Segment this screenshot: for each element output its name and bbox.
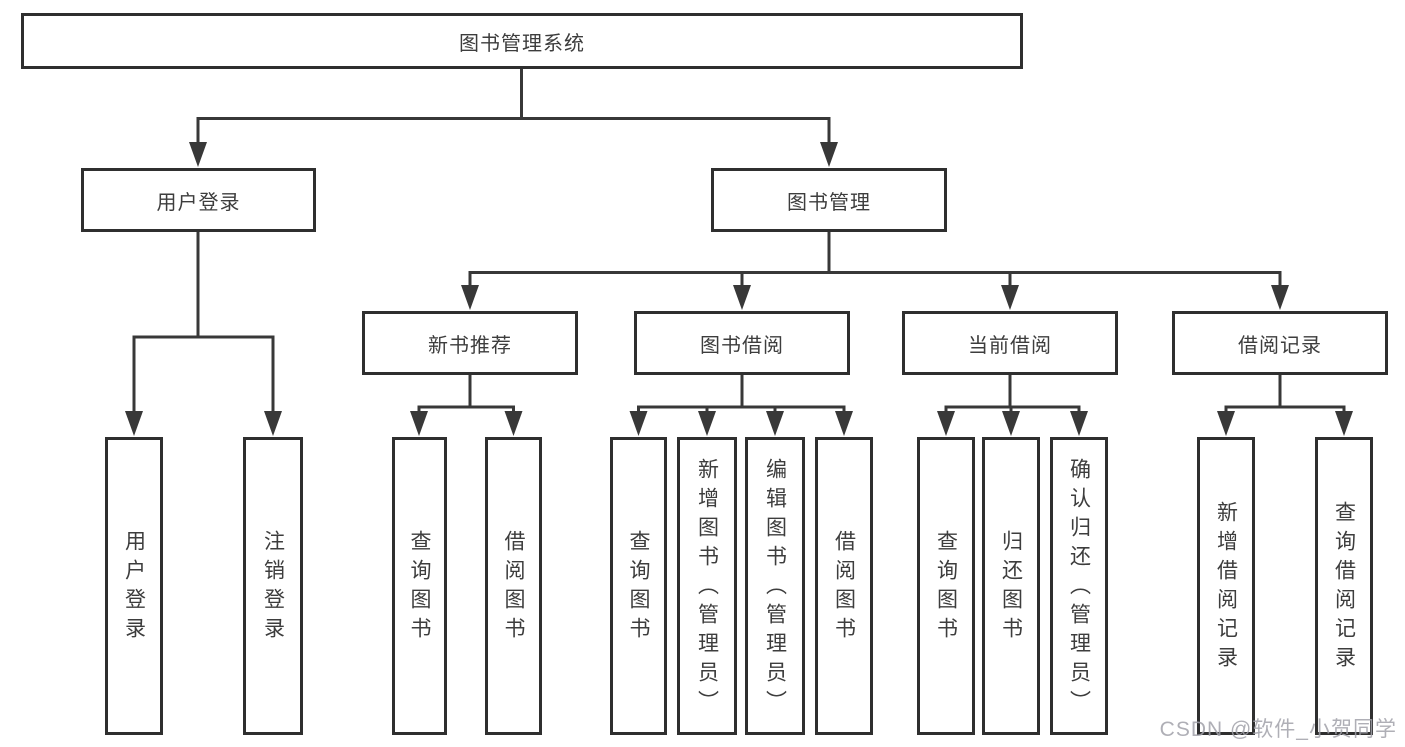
arrowhead-group: [125, 142, 1353, 436]
node-leaf-bb-borrow-books: 借阅图书: [815, 437, 873, 735]
node-user-login: 用户登录: [81, 168, 316, 232]
node-borrow-records: 借阅记录: [1172, 311, 1388, 375]
node-book-management: 图书管理: [711, 168, 947, 232]
node-leaf-logout: 注销登录: [243, 437, 303, 735]
node-leaf-user-login: 用户登录: [105, 437, 163, 735]
node-leaf-cb-confirm-return-admin: 确认归还（管理员）: [1050, 437, 1108, 735]
node-leaf-cb-query-books: 查询图书: [917, 437, 975, 735]
node-leaf-nbr-borrow-books: 借阅图书: [485, 437, 542, 735]
node-root: 图书管理系统: [21, 13, 1023, 69]
node-leaf-nbr-query-books: 查询图书: [392, 437, 447, 735]
node-leaf-cb-return-books: 归还图书: [982, 437, 1040, 735]
node-leaf-br-add-record: 新增借阅记录: [1197, 437, 1255, 735]
node-new-book-recommend: 新书推荐: [362, 311, 578, 375]
watermark: CSDN @软件_小贺同学: [1159, 718, 1397, 741]
node-book-borrow: 图书借阅: [634, 311, 850, 375]
node-current-borrow: 当前借阅: [902, 311, 1118, 375]
node-leaf-br-query-record: 查询借阅记录: [1315, 437, 1373, 735]
node-leaf-bb-add-books-admin: 新增图书（管理员）: [677, 437, 737, 735]
node-leaf-bb-query-books: 查询图书: [610, 437, 667, 735]
node-leaf-bb-edit-books-admin: 编辑图书（管理员）: [745, 437, 805, 735]
